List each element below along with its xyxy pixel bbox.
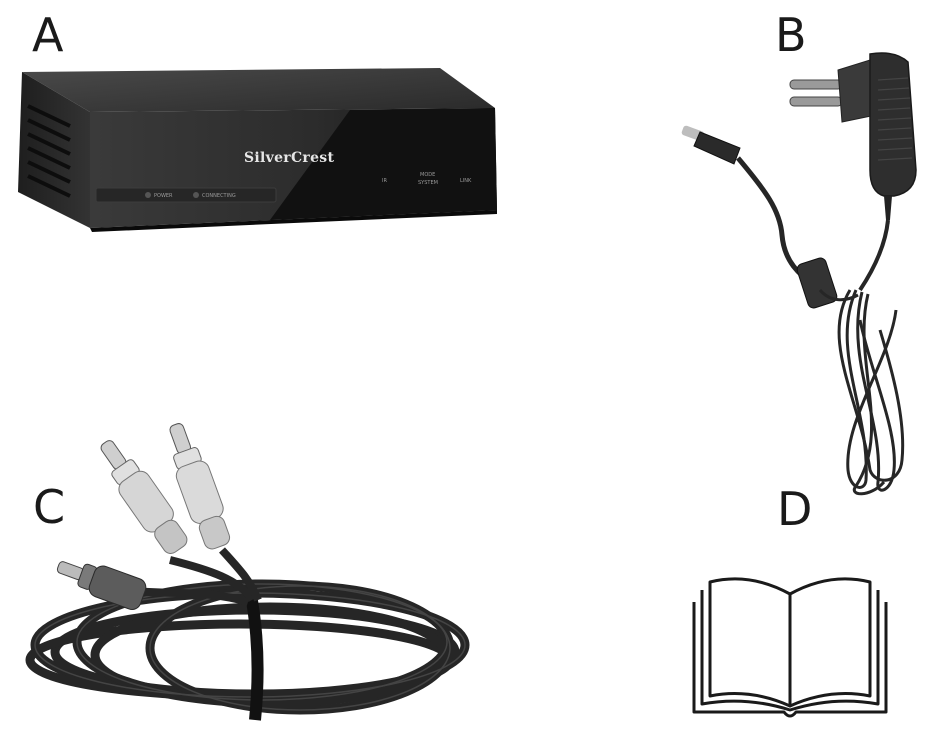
media-receiver-figure: POWER CONNECTING IR MODE SYSTEM LINK Sil… [0, 60, 500, 244]
item-label-a: A [32, 8, 64, 62]
svg-text:POWER: POWER [154, 193, 173, 199]
media-receiver-icon: POWER CONNECTING IR MODE SYSTEM LINK Sil… [18, 68, 497, 232]
rca-cable-icon [25, 423, 470, 721]
device-brand-label: SilverCrest [244, 150, 334, 166]
item-label-c: C [33, 480, 66, 534]
item-label-d: D [777, 482, 813, 536]
power-adapter-figure [670, 40, 930, 504]
open-book-icon [692, 577, 888, 718]
rca-cable-figure [0, 420, 520, 744]
svg-text:MODE: MODE [420, 172, 435, 178]
power-adapter-icon [681, 52, 917, 496]
svg-text:LINK: LINK [460, 178, 472, 184]
svg-text:SYSTEM: SYSTEM [418, 180, 438, 186]
manual-figure [680, 560, 900, 734]
svg-text:CONNECTING: CONNECTING [202, 193, 236, 199]
item-label-b: B [775, 8, 807, 62]
svg-text:IR: IR [382, 178, 387, 184]
